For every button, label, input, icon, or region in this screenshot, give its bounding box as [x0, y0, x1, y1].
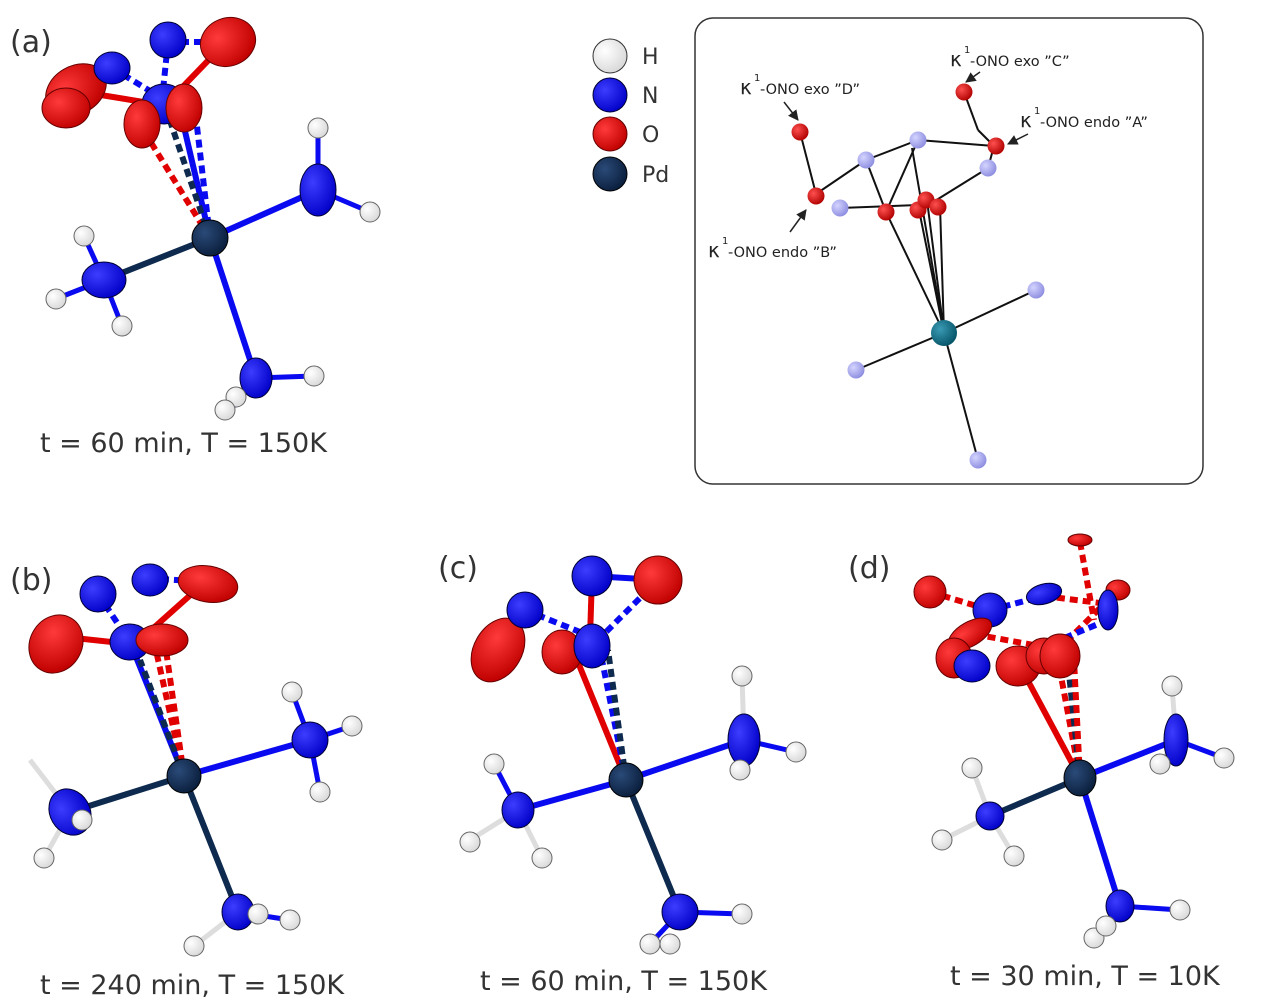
panel-c-molecule	[459, 555, 807, 955]
inset-annotation-a: κ 1 -ONO endo ”A”	[1007, 106, 1148, 145]
legend-label-o: O	[642, 123, 659, 148]
inset-annotation-b: κ 1 -ONO endo ”B”	[708, 209, 837, 262]
legend: H N O Pd	[592, 38, 669, 192]
panel-d-label: (d)	[848, 551, 890, 586]
annotation-d-sup: 1	[754, 73, 760, 84]
legend-label-n: N	[642, 84, 658, 109]
inset-box: κ 1 -ONO exo ”D” κ 1 -ONO exo ”C” κ 1 -O…	[694, 17, 1204, 485]
annotation-c-sup: 1	[964, 45, 970, 56]
inset-annotation-c: κ 1 -ONO exo ”C”	[950, 45, 1070, 83]
annotation-a-text: -ONO endo ”A”	[1040, 115, 1148, 131]
inset-annotation-d: κ 1 -ONO exo ”D”	[740, 73, 860, 121]
annotation-b-kappa: κ	[708, 238, 720, 262]
annotation-d-kappa: κ	[740, 75, 752, 99]
annotation-c-text: -ONO exo ”C”	[970, 54, 1070, 70]
annotation-a-kappa: κ	[1020, 108, 1032, 132]
legend-item-n: N	[592, 77, 658, 113]
panel-a-molecule	[41, 16, 381, 421]
panel-a-caption: t = 60 min, T = 150K	[40, 428, 328, 459]
legend-item-h: H	[592, 38, 659, 74]
annotation-b-text: -ONO endo ”B”	[728, 245, 837, 261]
panel-c-caption: t = 60 min, T = 150K	[480, 966, 768, 997]
legend-item-pd: Pd	[592, 156, 669, 192]
legend-label-h: H	[642, 45, 659, 70]
panel-a: (a)	[10, 16, 381, 459]
panel-b-label: (b)	[10, 563, 52, 598]
panel-c: (c)	[438, 551, 807, 997]
annotation-c-kappa: κ	[950, 47, 962, 71]
panel-d: (d)	[848, 533, 1235, 992]
panel-b: (b)	[10, 563, 363, 1001]
panel-d-caption: t = 30 min, T = 10K	[950, 961, 1221, 992]
panel-b-caption: t = 240 min, T = 150K	[40, 970, 345, 1001]
annotation-d-text: -ONO exo ”D”	[760, 82, 860, 98]
legend-item-o: O	[592, 116, 659, 152]
inset-molecule	[791, 83, 1045, 469]
annotation-b-sup: 1	[722, 236, 728, 247]
panel-b-molecule	[28, 563, 363, 957]
legend-label-pd: Pd	[642, 163, 669, 188]
panel-a-label: (a)	[10, 25, 52, 60]
panel-c-label: (c)	[438, 551, 478, 586]
panel-d-molecule	[913, 533, 1235, 949]
annotation-a-sup: 1	[1034, 106, 1040, 117]
